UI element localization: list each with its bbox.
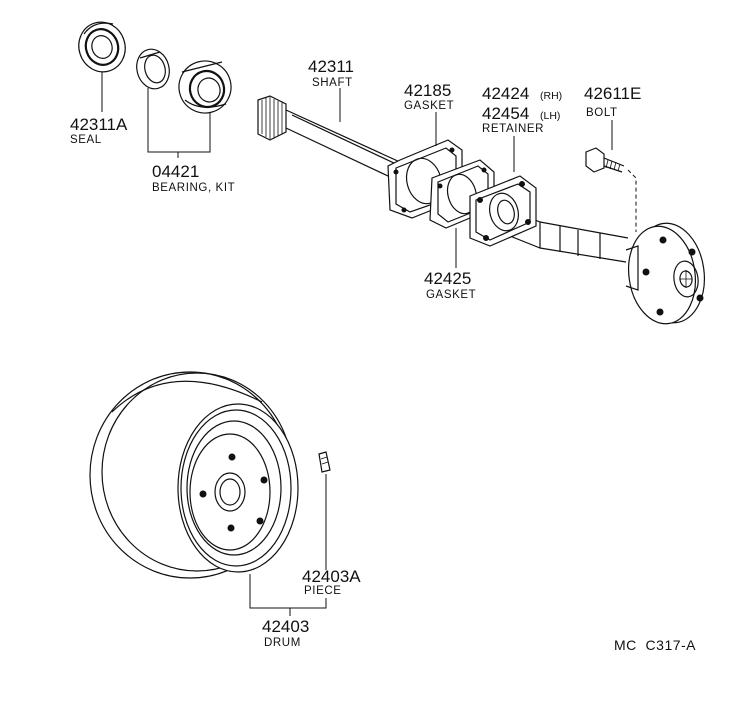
piece-name: PIECE	[304, 585, 342, 597]
shaft-name: SHAFT	[312, 77, 353, 89]
label-gasket-outer: 42425 GASKET	[424, 269, 476, 301]
gasket-outer-name: GASKET	[426, 289, 476, 301]
label-retainer: 42424 (RH) 42454 (LH) RETAINER	[482, 84, 562, 135]
gasket-inner-number: 42185	[404, 81, 451, 100]
gasket-outer-number: 42425	[424, 269, 471, 288]
seal-name: SEAL	[70, 134, 102, 146]
retainer-lh-number: 42454	[482, 104, 529, 123]
axle-shaft-icon[interactable]	[257, 95, 711, 328]
retainer-name: RETAINER	[482, 123, 544, 135]
seal-number: 42311A	[70, 115, 128, 134]
label-seal: 42311A SEAL	[70, 115, 128, 146]
bearing-kit-name: BEARING, KIT	[152, 182, 235, 194]
brake-drum-icon[interactable]	[89, 371, 299, 579]
bearing-cup-icon[interactable]	[132, 46, 173, 93]
seal-ring-icon[interactable]	[72, 16, 131, 78]
bolt-number: 42611E	[584, 84, 641, 103]
hub-piece-icon[interactable]	[318, 451, 331, 473]
label-bolt: 42611E BOLT	[584, 84, 641, 119]
drum-name: DRUM	[264, 637, 301, 649]
retainer-rh-number: 42424	[482, 84, 529, 103]
piece-number: 42403A	[302, 567, 361, 586]
bolt-name: BOLT	[586, 107, 618, 119]
bearing-icon[interactable]	[173, 55, 237, 119]
retainer-rh-tag: (RH)	[540, 90, 562, 102]
retainer-plate-icon[interactable]	[469, 175, 537, 247]
hex-bolt-icon[interactable]	[585, 147, 625, 173]
leader-lines	[101, 72, 637, 616]
shaft-number: 42311	[308, 57, 354, 76]
figure-code: MC C317-A	[614, 637, 696, 653]
gasket-inner-name: GASKET	[404, 100, 454, 112]
drum-number: 42403	[262, 617, 309, 636]
label-drum: 42403 DRUM	[262, 617, 309, 649]
label-gasket-inner: 42185 GASKET	[404, 81, 454, 112]
label-piece: 42403A PIECE	[302, 567, 361, 597]
label-shaft: 42311 SHAFT	[308, 57, 354, 89]
retainer-lh-tag: (LH)	[540, 110, 560, 122]
bearing-kit-number: 04421	[152, 162, 199, 181]
label-bearing-kit: 04421 BEARING, KIT	[152, 162, 235, 194]
